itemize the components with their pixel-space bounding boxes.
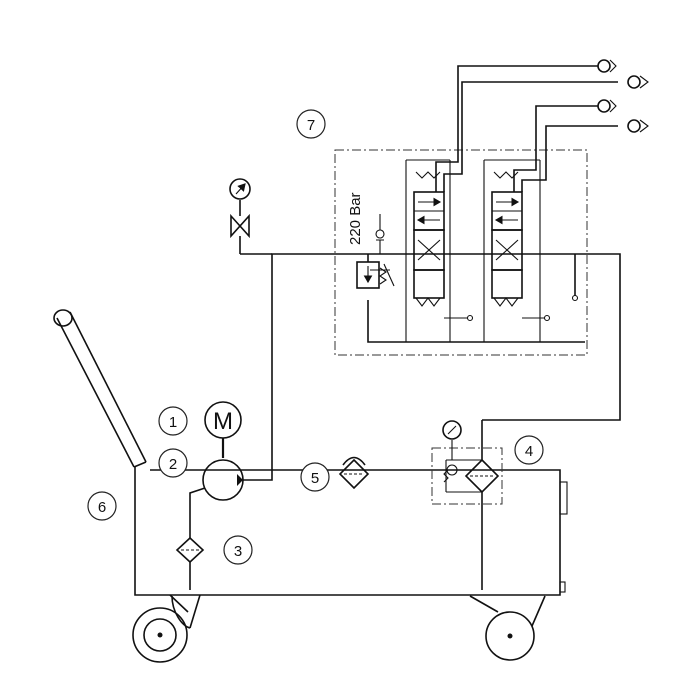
motor-label: M <box>213 408 233 435</box>
callout-1: 1 <box>158 406 188 436</box>
svg-text:3: 3 <box>234 543 242 560</box>
breather-filter <box>338 456 370 490</box>
left-wheel <box>132 594 201 663</box>
relief-valve <box>356 254 395 289</box>
right-wheel <box>469 595 546 661</box>
svg-text:5: 5 <box>311 470 319 487</box>
directional-valve-b <box>483 159 551 342</box>
callout-3: 3 <box>223 535 253 565</box>
pressure-rating-label: 220 Bar <box>347 192 364 245</box>
cart-side-latch <box>559 581 566 593</box>
svg-text:1: 1 <box>169 414 177 431</box>
callout-5: 5 <box>300 462 330 492</box>
valve-block: 220 Bar <box>334 65 618 356</box>
cart <box>53 309 568 663</box>
svg-text:2: 2 <box>169 456 177 473</box>
suction-filter <box>175 536 205 590</box>
callout-6: 6 <box>87 491 117 521</box>
quick-coupling-2 <box>627 75 649 89</box>
directional-valve-a <box>405 159 474 342</box>
return-filter-assembly <box>431 253 621 590</box>
quick-coupling-3 <box>597 99 617 113</box>
callout-7: 7 <box>296 109 326 139</box>
quick-coupling-4 <box>627 119 649 133</box>
cart-side-plate <box>559 481 568 515</box>
svg-text:4: 4 <box>525 443 533 460</box>
check-valve <box>375 214 385 254</box>
pressure-gauge-line <box>229 178 272 255</box>
callout-4: 4 <box>514 435 544 465</box>
quick-coupling-1 <box>597 59 617 73</box>
svg-text:6: 6 <box>98 499 106 516</box>
hydraulic-pump <box>202 459 244 501</box>
svg-text:7: 7 <box>307 117 315 134</box>
cart-handle <box>53 309 147 468</box>
callout-2: 2 <box>158 448 188 478</box>
cart-body <box>134 467 561 596</box>
electric-motor: M <box>204 401 242 439</box>
